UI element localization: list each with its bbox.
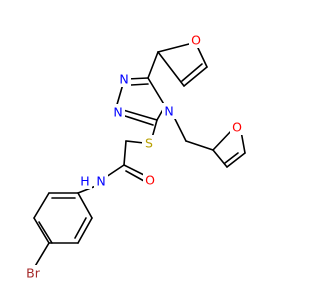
atom-n-triazole-4-label: N bbox=[164, 104, 173, 119]
bond-15 bbox=[125, 140, 145, 144]
bond-35 bbox=[181, 63, 203, 82]
atom-n-triazole-4: N bbox=[162, 103, 176, 119]
atom-s: S bbox=[142, 135, 156, 151]
atom-o-furan-top-label: O bbox=[191, 33, 201, 48]
bond-12 bbox=[123, 164, 147, 177]
bond-3 bbox=[33, 192, 50, 219]
bond-2 bbox=[38, 221, 53, 244]
bond-33 bbox=[197, 47, 208, 68]
atom-h-amide: H bbox=[78, 173, 92, 189]
bond-34 bbox=[183, 66, 208, 87]
atom-o-amide-label: O bbox=[145, 173, 155, 188]
atom-s-label: S bbox=[145, 136, 153, 151]
atom-br: Br bbox=[23, 265, 43, 281]
atom-br-label: Br bbox=[26, 266, 41, 281]
bond-13 bbox=[125, 170, 145, 182]
atom-n-triazole-1-label: N bbox=[113, 105, 122, 120]
atom-n-amide-label: N bbox=[96, 174, 105, 189]
molecule-structure: Br N H O S N N N O O bbox=[23, 32, 246, 281]
bond-6 bbox=[77, 192, 93, 219]
bond-21 bbox=[130, 83, 149, 86]
bond-36 bbox=[157, 51, 185, 87]
bond-14 bbox=[123, 140, 127, 166]
bond-10 bbox=[77, 185, 97, 194]
bond-26 bbox=[212, 129, 233, 151]
bond-30 bbox=[212, 149, 228, 168]
bond-8 bbox=[74, 217, 87, 239]
bond-31 bbox=[147, 51, 159, 79]
bond-18 bbox=[124, 115, 154, 126]
bond-layer bbox=[33, 43, 246, 269]
bond-17 bbox=[122, 109, 158, 121]
bond-11 bbox=[105, 164, 125, 178]
atom-o-furan-right: O bbox=[230, 119, 244, 135]
bond-1 bbox=[33, 217, 50, 244]
atom-n-triazole-2: N bbox=[117, 71, 131, 87]
bond-28 bbox=[226, 152, 246, 168]
atom-n-triazole-2-label: N bbox=[119, 72, 128, 87]
atom-o-furan-right-label: O bbox=[232, 120, 242, 135]
bond-32 bbox=[157, 43, 190, 53]
atom-n-amide: N bbox=[94, 173, 108, 189]
atom-n-triazole-1: N bbox=[111, 104, 125, 120]
atom-o-amide: O bbox=[143, 172, 157, 188]
bond-25 bbox=[185, 140, 214, 151]
atom-o-furan-top: O bbox=[189, 32, 203, 48]
bond-22 bbox=[147, 77, 166, 107]
bond-0 bbox=[33, 242, 50, 269]
atom-label-layer: Br N H O S N N N O O bbox=[23, 32, 244, 281]
bond-7 bbox=[77, 217, 93, 244]
bond-29 bbox=[224, 152, 239, 164]
atom-h-amide-label: H bbox=[80, 174, 89, 189]
molecule-diagram: Br N H O S N N N O O bbox=[23, 32, 246, 281]
